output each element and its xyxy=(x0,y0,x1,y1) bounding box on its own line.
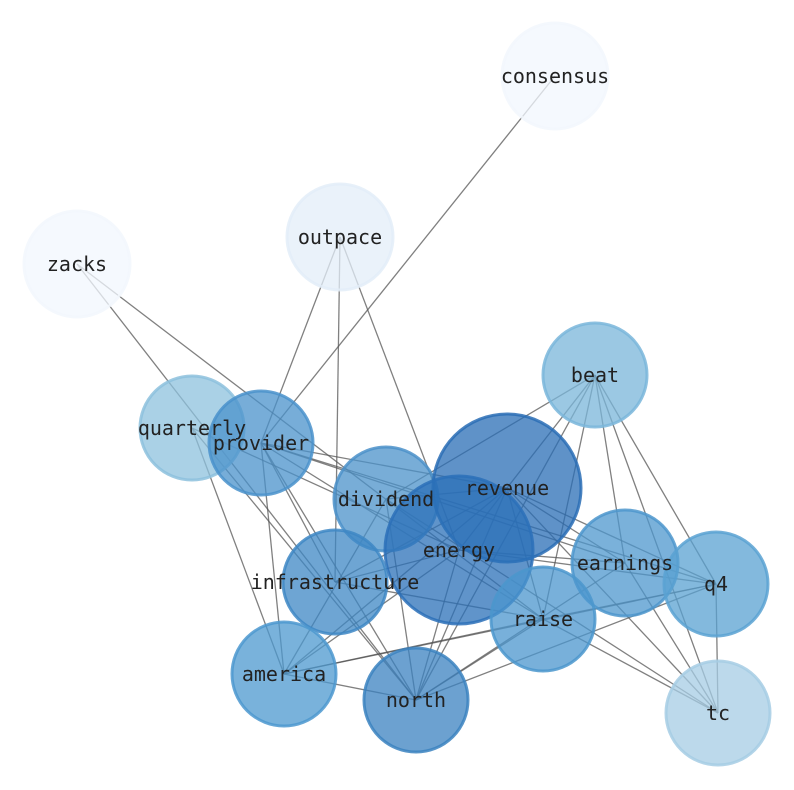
node-outpace[interactable] xyxy=(285,182,395,292)
node-label-infrastructure: infrastructure xyxy=(251,570,420,594)
node-label-energy: energy xyxy=(423,538,495,562)
node-label-america: america xyxy=(242,662,326,686)
edge-consensus-provider xyxy=(260,75,556,444)
nodes-layer xyxy=(22,21,772,767)
node-label-quarterly: quarterly xyxy=(138,416,246,440)
node-q4[interactable] xyxy=(662,530,770,638)
node-label-zacks: zacks xyxy=(47,252,107,276)
node-infrastructure[interactable] xyxy=(281,528,389,636)
edge-outpace-infrastructure xyxy=(334,236,341,583)
node-zacks[interactable] xyxy=(22,209,132,319)
node-north[interactable] xyxy=(362,646,470,754)
node-label-provider: provider xyxy=(213,431,309,455)
node-label-outpace: outpace xyxy=(298,225,382,249)
node-label-beat: beat xyxy=(571,363,619,387)
node-label-revenue: revenue xyxy=(465,476,549,500)
node-beat[interactable] xyxy=(541,321,649,429)
node-label-raise: raise xyxy=(513,607,573,631)
node-label-consensus: consensus xyxy=(501,64,609,88)
node-consensus[interactable] xyxy=(500,21,610,131)
node-america[interactable] xyxy=(230,620,338,728)
labels-layer: consensus outpace zacks beat quarterlyprovid… xyxy=(47,64,730,725)
node-label-dividend: dividend xyxy=(338,487,434,511)
node-energy[interactable] xyxy=(383,474,535,626)
node-label-tc: tc xyxy=(706,701,730,725)
node-label-q4: q4 xyxy=(704,572,728,596)
node-raise[interactable] xyxy=(489,565,597,673)
node-label-earnings: earnings xyxy=(577,551,673,575)
node-tc[interactable] xyxy=(664,659,772,767)
node-label-north: north xyxy=(386,688,446,712)
node-provider[interactable] xyxy=(207,389,315,497)
